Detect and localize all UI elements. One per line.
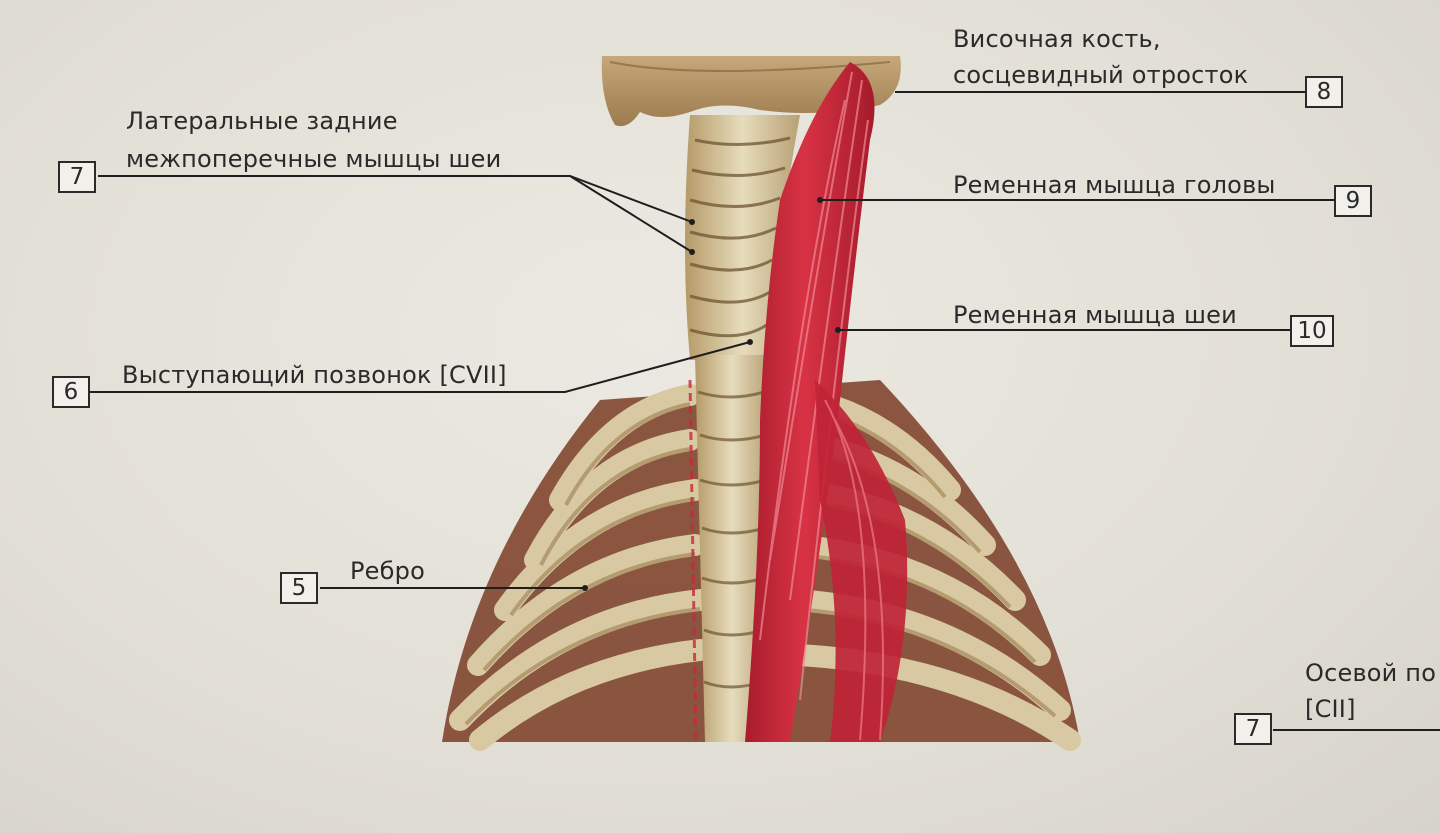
label-axis-line2: [CII] <box>1305 695 1356 723</box>
number-box-9: 9 <box>1334 185 1372 217</box>
label-lateral-posterior-line2: межпоперечные мышцы шеи <box>126 145 502 173</box>
label-temporal-bone-line2: сосцевидный отросток <box>953 61 1249 89</box>
number-box-10: 10 <box>1290 315 1334 347</box>
number-box-5: 5 <box>280 572 318 604</box>
label-lateral-posterior-line1: Латеральные задние <box>126 107 398 135</box>
label-splenius-cervicis: Ременная мышца шеи <box>953 301 1237 329</box>
label-splenius-capitis: Ременная мышца головы <box>953 171 1276 199</box>
number-box-7-left: 7 <box>58 161 96 193</box>
label-vertebra-prominens: Выступающий позвонок [CVII] <box>122 361 507 389</box>
number-box-8: 8 <box>1305 76 1343 108</box>
number-box-6: 6 <box>52 376 90 408</box>
leader-lines <box>90 91 1440 731</box>
left-ribs-shade <box>464 402 701 726</box>
leader-dots <box>582 197 841 591</box>
label-rib: Ребро <box>350 557 425 585</box>
thoracic-spine <box>688 355 769 743</box>
splenius-muscles <box>745 62 908 742</box>
number-box-7-right: 7 <box>1234 713 1272 745</box>
left-ribs <box>449 384 711 751</box>
label-temporal-bone-line1: Височная кость, <box>953 25 1161 53</box>
label-axis-line1: Осевой по <box>1305 659 1437 687</box>
